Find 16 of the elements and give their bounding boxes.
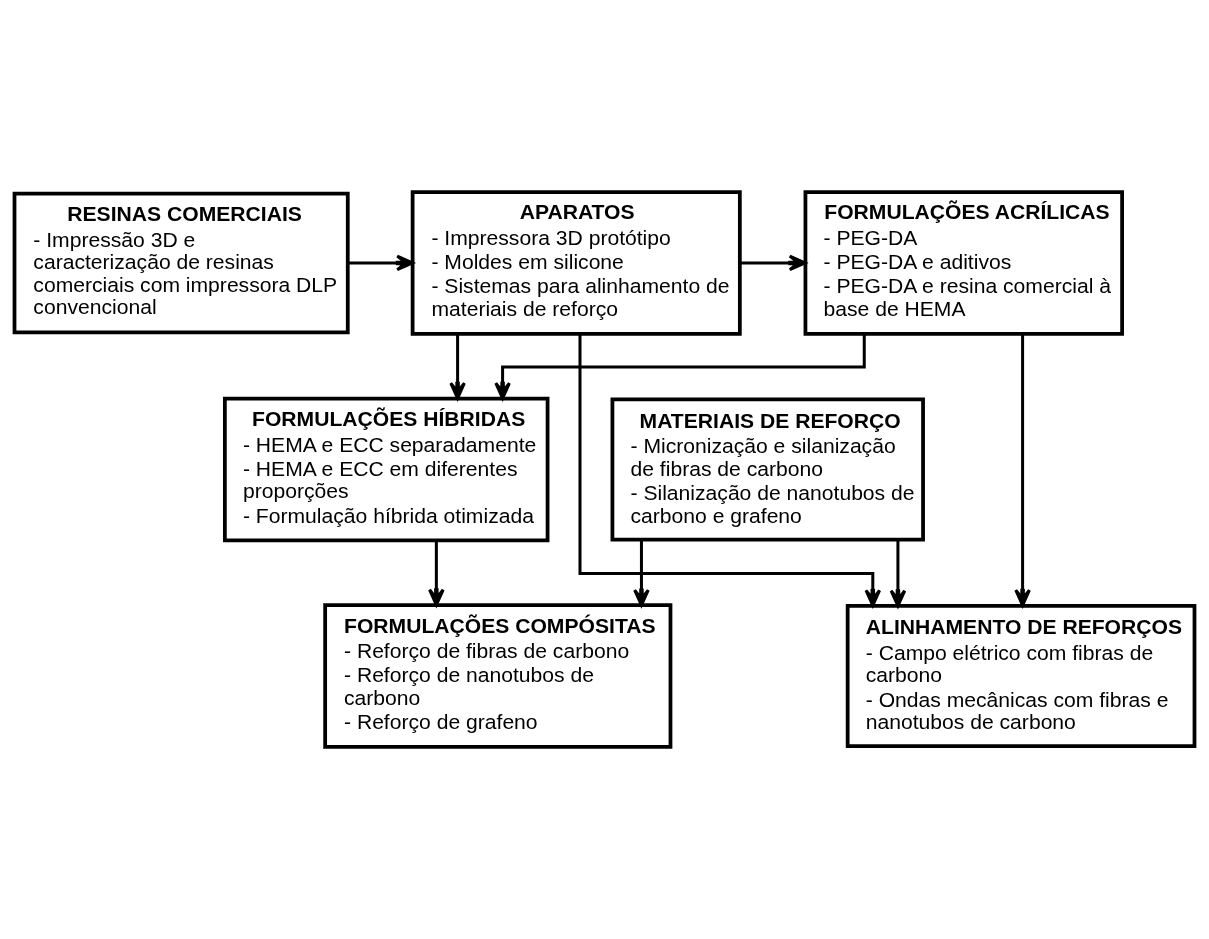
arrow [449, 334, 466, 400]
arrow [1014, 333, 1031, 607]
node-box: MATERIAIS DE REFORÇO - Micronização e silanização de fibras de carbono - Silanização de nanotubos de carbono e grafeno [610, 397, 925, 542]
arrow [428, 540, 445, 607]
arrow [889, 540, 907, 608]
arrow [348, 254, 414, 272]
arrow [494, 334, 866, 400]
node-box: FORMULAÇÕES ACRÍLICAS - PEG-DA - PEG-DA e aditivos - PEG-DA e resina comercial à base de HEMA [803, 190, 1124, 336]
node-box: APARATOS - Impressora 3D protótipo - Moldes em silicone - Sistemas para alinhamento de materiais de reforço [410, 190, 742, 336]
arrow [740, 254, 807, 272]
node-box: FORMULAÇÕES HÍBRIDAS - HEMA e ECC separadamente - HEMA e ECC em diferentes proporções - Formulação híbrida otimizada [223, 396, 550, 543]
arrow [633, 540, 650, 607]
node-box: ALINHAMENTO DE REFORÇOS - Campo elétrico com fibras de carbono - Ondas mecânicas com fibras e nanotubos de carbono [845, 604, 1197, 749]
arrow [578, 333, 882, 607]
node-box: FORMULAÇÕES COMPÓSITAS - Reforço de fibras de carbono - Reforço de nanotubos de carbono - Reforço de grafeno [323, 603, 673, 749]
node-box: RESINAS COMERCIAIS - Impressão 3D e caracterização de resinas comerciais com impressora DLP convencional [12, 191, 350, 335]
